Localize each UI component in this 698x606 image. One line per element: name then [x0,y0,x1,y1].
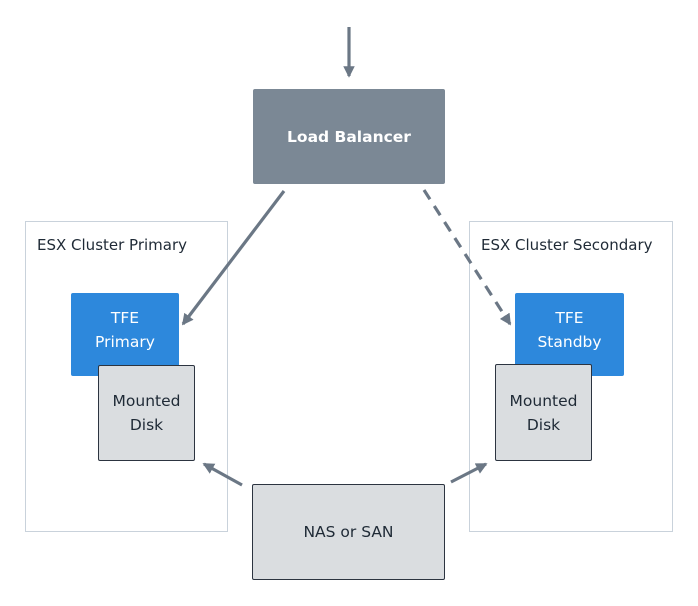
disk-secondary-node: Mounted Disk [495,364,592,461]
storage-label: NAS or SAN [303,523,394,541]
tfe-primary-node: TFE Primary [71,293,179,376]
storage-node: NAS or SAN [252,484,445,580]
tfe-primary-line2: Primary [95,332,155,351]
load-balancer-node: Load Balancer [253,89,445,184]
load-balancer-label: Load Balancer [287,127,411,146]
cluster-primary-label: ESX Cluster Primary [37,236,188,254]
tfe-primary-line1: TFE [110,308,140,327]
tfe-standby-line2: Standby [537,332,602,351]
cluster-secondary-label: ESX Cluster Secondary [481,236,653,254]
disk-primary-line2: Disk [129,416,164,434]
disk-secondary-line1: Mounted [509,391,578,410]
disk-primary-line1: Mounted [112,392,181,410]
disk-secondary-line2: Disk [526,415,561,434]
disk-primary-node: Mounted Disk [98,365,195,461]
tfe-standby-line1: TFE [555,308,584,327]
tfe-standby-node: TFE Standby [515,293,624,376]
